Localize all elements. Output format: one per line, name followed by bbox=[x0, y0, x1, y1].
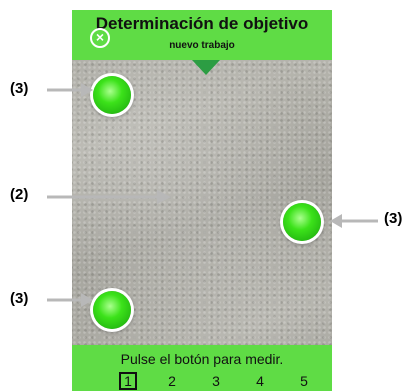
footer-bar: Pulse el botón para medir. 1 2 3 4 5 bbox=[72, 345, 332, 391]
target-marker-top-left[interactable] bbox=[93, 76, 131, 114]
instruction-text: Pulse el botón para medir. bbox=[120, 351, 284, 367]
callout-arrow-right bbox=[330, 214, 378, 228]
page-title: Determinación de objetivo bbox=[95, 14, 309, 33]
device-screen: Determinación de objetivo nuevo trabajo … bbox=[72, 10, 332, 391]
target-marker-right[interactable] bbox=[283, 203, 321, 241]
step-2[interactable]: 2 bbox=[168, 373, 176, 389]
callout-label-right: (3) bbox=[384, 210, 403, 227]
callout-arrow-top-left bbox=[47, 83, 93, 97]
step-indicator: 1 2 3 4 5 bbox=[106, 372, 326, 390]
step-5[interactable]: 5 bbox=[300, 373, 308, 389]
close-icon[interactable]: × bbox=[90, 28, 110, 48]
callout-label-bottom-left: (3) bbox=[10, 290, 29, 307]
page-subtitle: nuevo trabajo bbox=[169, 40, 235, 51]
callout-arrow-middle-left bbox=[47, 190, 171, 204]
triangle-down-icon bbox=[192, 60, 220, 75]
header-bar: Determinación de objetivo nuevo trabajo … bbox=[72, 10, 332, 60]
callout-label-middle-left: (2) bbox=[10, 186, 29, 203]
step-4[interactable]: 4 bbox=[256, 373, 264, 389]
callout-label-top-left: (3) bbox=[10, 80, 29, 97]
callout-arrow-bottom-left bbox=[47, 293, 93, 307]
step-3[interactable]: 3 bbox=[212, 373, 220, 389]
target-marker-bottom-left[interactable] bbox=[93, 291, 131, 329]
step-1[interactable]: 1 bbox=[106, 372, 150, 390]
